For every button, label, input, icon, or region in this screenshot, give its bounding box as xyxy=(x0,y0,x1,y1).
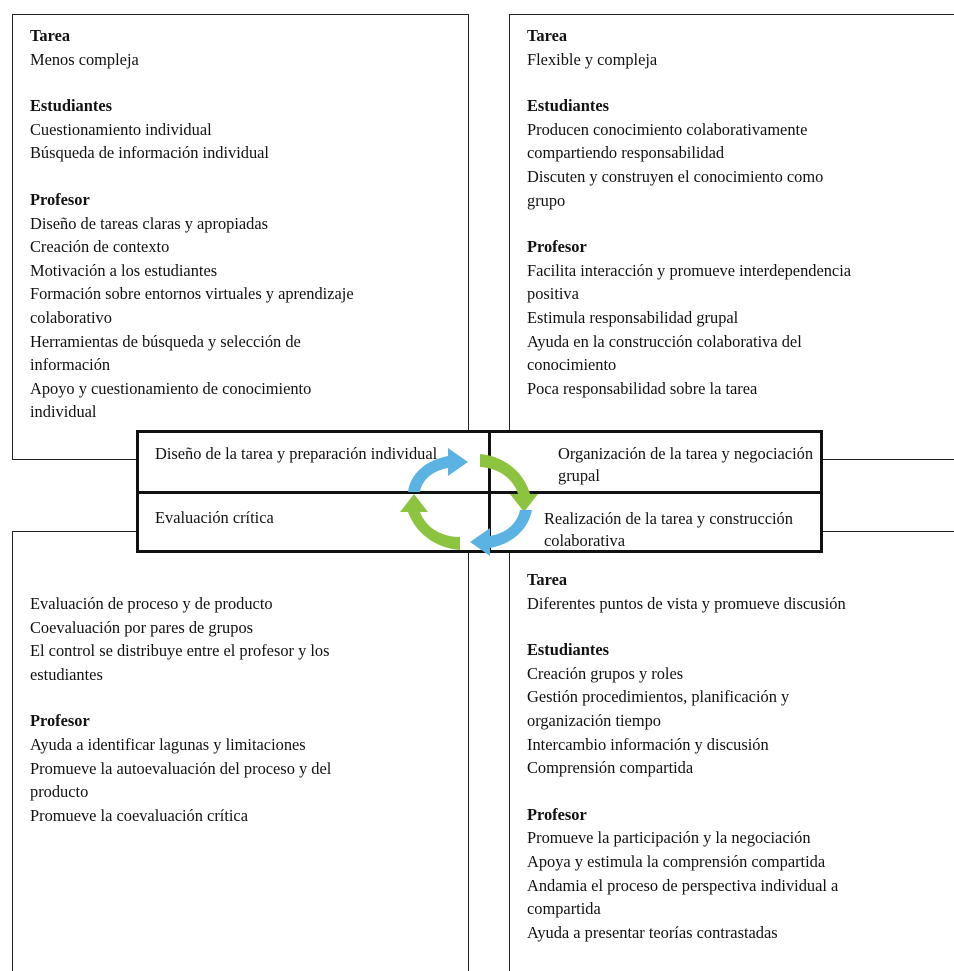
text-line: Facilita interacción y promueve interdep… xyxy=(527,260,852,280)
text-line: Motivación a los estudiantes xyxy=(30,260,218,280)
section-heading: Tarea xyxy=(30,26,71,45)
phase-evaluation-line-1: Evaluación crítica xyxy=(155,508,274,527)
phase-execution-label: Realización de la tarea y construcción c… xyxy=(544,508,814,548)
text-line: Comprensión compartida xyxy=(527,758,694,778)
text-line: Ayuda en la construcción colaborativa de… xyxy=(527,331,802,351)
phase-evaluation-label: Evaluación crítica xyxy=(155,507,455,529)
text-line: Producen conocimiento colaborativamente xyxy=(527,119,808,139)
phase-design-line-1: Diseño de la tarea y preparación xyxy=(155,444,367,463)
text-line: Herramientas de búsqueda y selección de xyxy=(30,331,301,351)
phase-grid: Diseño de la tarea y preparación individ… xyxy=(136,430,823,553)
cycle-arrow-top-right xyxy=(480,454,538,512)
text-line: Intercambio información y discusión xyxy=(527,734,769,754)
text-line: Formación sobre entornos virtuales y apr… xyxy=(30,284,354,304)
phase-design-line-2: individual xyxy=(370,444,438,463)
section-heading: Profesor xyxy=(527,237,587,257)
section-heading: Estudiantes xyxy=(30,96,112,116)
phase-grid-vertical-divider xyxy=(488,433,491,550)
text-line: Flexible y compleja xyxy=(527,49,658,69)
text-line: El control se distribuye entre el profes… xyxy=(30,641,330,661)
section-heading: Estudiantes xyxy=(527,640,609,660)
phase-design-label: Diseño de la tarea y preparación individ… xyxy=(155,443,455,489)
text-line: Creación grupos y roles xyxy=(527,663,684,683)
cycle-arrows-icon xyxy=(400,448,538,556)
phase-organization-line-1: Organización de la tarea y xyxy=(558,444,730,463)
text-line: Creación de contexto xyxy=(30,237,170,257)
text-line: producto xyxy=(30,782,89,802)
text-line: Estimula responsabilidad grupal xyxy=(527,307,739,327)
text-line: Apoyo y cuestionamiento de conocimiento xyxy=(30,378,312,398)
text-line: grupo xyxy=(527,190,566,210)
text-line: colaborativo xyxy=(30,307,112,327)
text-line: Cuestionamiento individual xyxy=(30,119,212,139)
text-line: organización tiempo xyxy=(527,710,661,730)
text-line: Diferentes puntos de vista y promueve di… xyxy=(527,593,846,613)
text-line: conocimiento xyxy=(527,355,617,375)
text-line: información xyxy=(30,355,111,375)
text-line: Evaluación de proceso y de producto xyxy=(30,594,273,613)
text-line: estudiantes xyxy=(30,664,103,684)
section-heading: Profesor xyxy=(527,804,587,824)
cycle-arrow-bottom-right xyxy=(470,510,532,556)
text-line: compartida xyxy=(527,899,601,919)
text-line: Gestión procedimientos, planificación y xyxy=(527,687,790,707)
section-heading: Profesor xyxy=(30,189,90,209)
text-line: Poca responsabilidad sobre la tarea xyxy=(527,378,758,398)
text-line: Apoya y estimula la comprensión comparti… xyxy=(527,851,826,871)
cycle-arrow-top-left xyxy=(408,448,468,492)
text-line: Promueve la participación y la negociaci… xyxy=(527,828,811,848)
phase-organization-line-2: negociación grupal xyxy=(558,444,814,485)
text-line: Promueve la coevaluación crítica xyxy=(30,805,248,825)
text-line: compartiendo responsabilidad xyxy=(527,143,725,163)
text-line: Ayuda a identificar lagunas y limitacion… xyxy=(30,734,306,754)
text-line: Discuten y construyen el conocimiento co… xyxy=(527,166,824,186)
section-heading: Estudiantes xyxy=(527,96,609,116)
text-line: individual xyxy=(30,402,97,422)
text-line: positiva xyxy=(527,284,579,304)
text-line: Andamia el proceso de perspectiva indivi… xyxy=(527,875,839,895)
text-line: Promueve la autoevaluación del proceso y… xyxy=(30,758,332,778)
phase-organization-label: Organización de la tarea y negociación g… xyxy=(558,443,818,487)
text-line: Coevaluación por pares de grupos xyxy=(30,617,254,637)
phase-execution-line-1: Realización de la tarea y xyxy=(544,509,706,528)
cycle-arrow-bottom-left xyxy=(400,494,460,550)
phase-execution-line-2: construcción colaborativa xyxy=(544,509,793,548)
text-line: Búsqueda de información individual xyxy=(30,143,269,163)
section-heading: Tarea xyxy=(527,570,568,589)
section-heading: Tarea xyxy=(527,26,568,45)
text-line: Ayuda a presentar teorías contrastadas xyxy=(527,922,778,942)
text-line: Diseño de tareas claras y apropiadas xyxy=(30,213,269,233)
text-line: Menos compleja xyxy=(30,49,139,69)
section-heading: Profesor xyxy=(30,711,90,731)
phase-grid-horizontal-divider xyxy=(139,491,820,494)
